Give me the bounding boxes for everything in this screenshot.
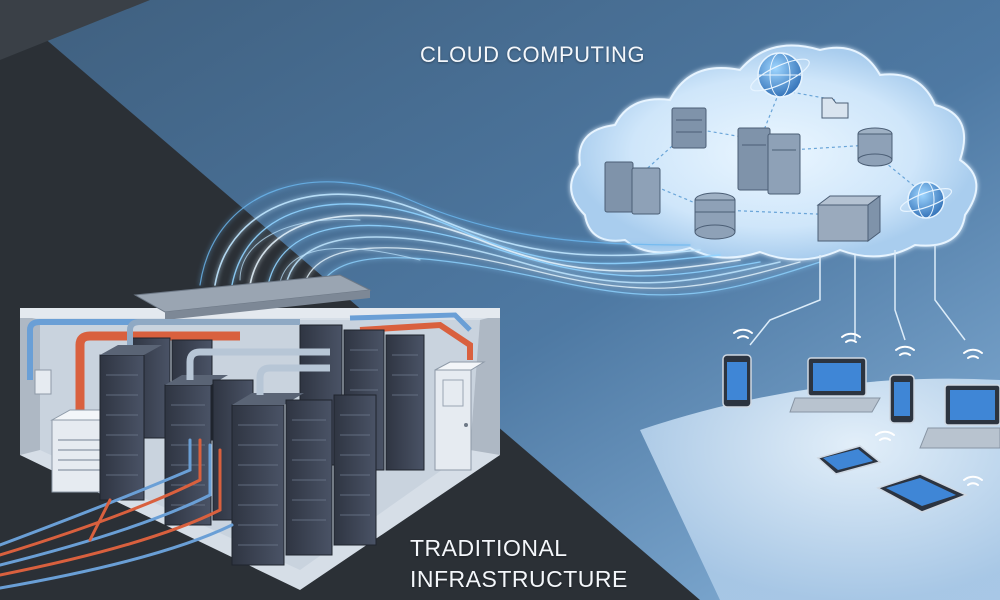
cloud-device-links (749, 245, 966, 346)
globe-icon (899, 181, 953, 219)
traditional-title-line1: TRADITIONAL (410, 535, 568, 561)
storage-box-icon (816, 195, 882, 242)
traditional-title-line2: INFRASTRUCTURE (410, 566, 628, 592)
server-icon (604, 161, 661, 215)
laptop-icon (919, 384, 1000, 449)
server-icon (671, 107, 707, 149)
tablet-icon (816, 445, 882, 475)
electrical-cabinet (434, 361, 486, 471)
smartphone-icon (889, 374, 915, 424)
laptop-icon (789, 357, 881, 413)
cloud (570, 44, 978, 261)
devices (722, 328, 1000, 513)
data-center-room (0, 274, 500, 590)
globe-icon (750, 52, 810, 98)
server-icon (737, 127, 801, 195)
wifi-icon (733, 328, 983, 486)
server-rack-row-front (231, 393, 377, 566)
cloud-computing-title: CLOUD COMPUTING (420, 42, 646, 67)
tablet-icon (876, 473, 968, 513)
smartphone-icon (722, 354, 752, 408)
database-icon (694, 192, 736, 240)
device-floor (640, 378, 1000, 600)
database-icon (857, 127, 893, 167)
folder-icon (821, 97, 849, 119)
traditional-infrastructure-title: TRADITIONAL INFRASTRUCTURE (410, 533, 628, 595)
data-streams (199, 181, 821, 296)
